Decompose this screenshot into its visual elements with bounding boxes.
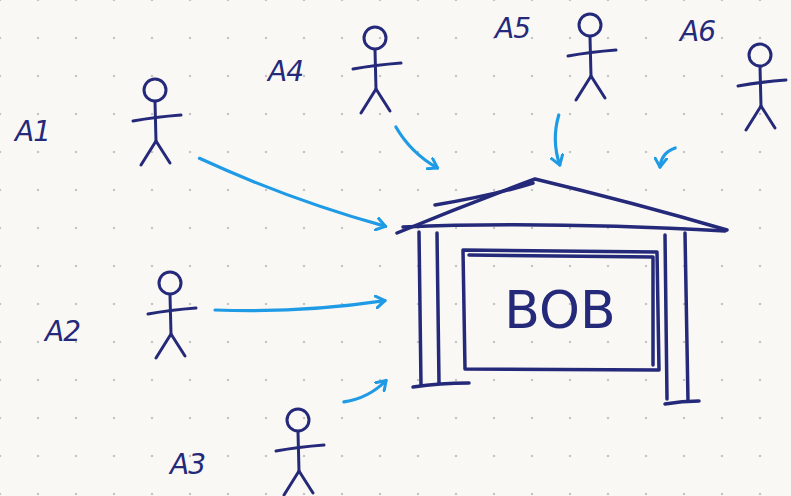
person-node: A3	[165, 403, 335, 496]
person-label: A2	[45, 315, 80, 348]
building-label: BOB	[463, 250, 657, 370]
stick-figure	[125, 75, 185, 170]
person-node: A2	[40, 265, 205, 365]
person-label: A6	[680, 15, 715, 48]
stick-figure	[560, 10, 620, 105]
stick-figure	[730, 40, 790, 135]
person-label: A1	[15, 115, 50, 148]
person-node: A1	[10, 72, 190, 172]
arrow-connector	[344, 381, 386, 402]
building-node: BOB	[395, 175, 730, 407]
person-label: A4	[268, 55, 303, 88]
person-label: A5	[495, 12, 530, 45]
arrow-connector	[199, 158, 385, 226]
stick-figure	[268, 405, 328, 496]
person-label: A3	[170, 448, 205, 481]
arrow-connector	[660, 148, 675, 167]
person-node: A5	[490, 5, 625, 105]
arrow-connector	[396, 127, 438, 168]
person-node: A6	[675, 10, 790, 140]
person-node: A4	[263, 20, 413, 120]
arrow-connector	[215, 301, 385, 311]
arrow-connector	[555, 115, 560, 165]
stick-figure	[345, 23, 405, 118]
stick-figure	[140, 268, 200, 363]
